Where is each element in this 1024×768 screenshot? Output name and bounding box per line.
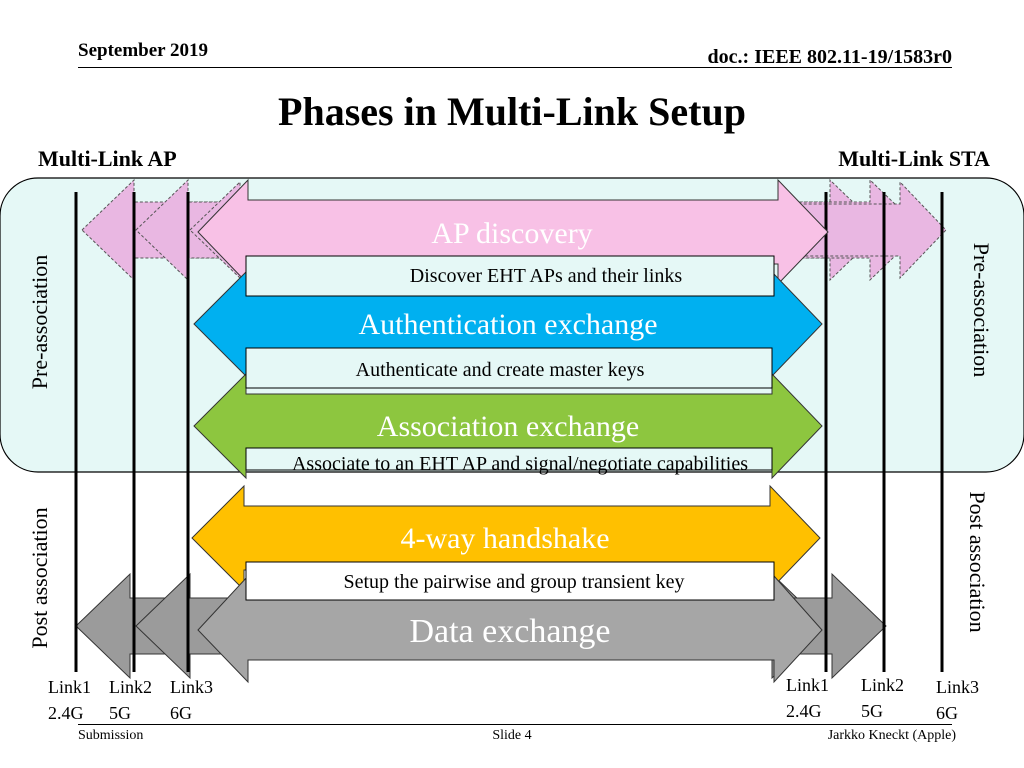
multi-link-ap-label: Multi-Link AP: [38, 146, 177, 171]
post-association-right-label: Post association: [965, 491, 990, 632]
pre-association-left-label: Pre-association: [27, 255, 52, 389]
footer-slide-number: Slide 4: [492, 728, 532, 743]
ap-discovery-label: AP discovery: [431, 217, 592, 250]
association-caption-box: [245, 447, 773, 471]
authentication-caption: Authenticate and create master keys: [356, 359, 645, 381]
footer-author: Jarkko Kneckt (Apple): [827, 728, 956, 743]
authentication-exchange-label: Authentication exchange: [358, 308, 657, 341]
four-way-handshake-label: 4-way handshake: [400, 522, 609, 555]
ap-discovery-caption-box: [245, 255, 775, 297]
ap-discovery-caption: Discover EHT APs and their links: [410, 265, 683, 287]
association-exchange-label: Association exchange: [377, 410, 639, 443]
footer-divider: [78, 724, 952, 725]
header-date: September 2019: [78, 40, 208, 61]
handshake-caption-box: [245, 561, 775, 601]
header-divider: [78, 67, 952, 68]
authentication-caption-box: [245, 347, 773, 389]
footer-submission: Submission: [78, 728, 144, 743]
multi-link-sta-label: Multi-Link STA: [838, 146, 990, 171]
slide-title: Phases in Multi-Link Setup: [278, 89, 746, 134]
handshake-caption: Setup the pairwise and group transient k…: [343, 571, 684, 593]
header-doc-id: doc.: IEEE 802.11-19/1583r0: [707, 46, 952, 68]
pre-association-right-label: Pre-association: [969, 243, 994, 377]
data-exchange-label: Data exchange: [409, 613, 610, 650]
post-association-left-label: Post association: [27, 507, 52, 648]
association-caption: Associate to an EHT AP and signal/negoti…: [292, 453, 748, 475]
